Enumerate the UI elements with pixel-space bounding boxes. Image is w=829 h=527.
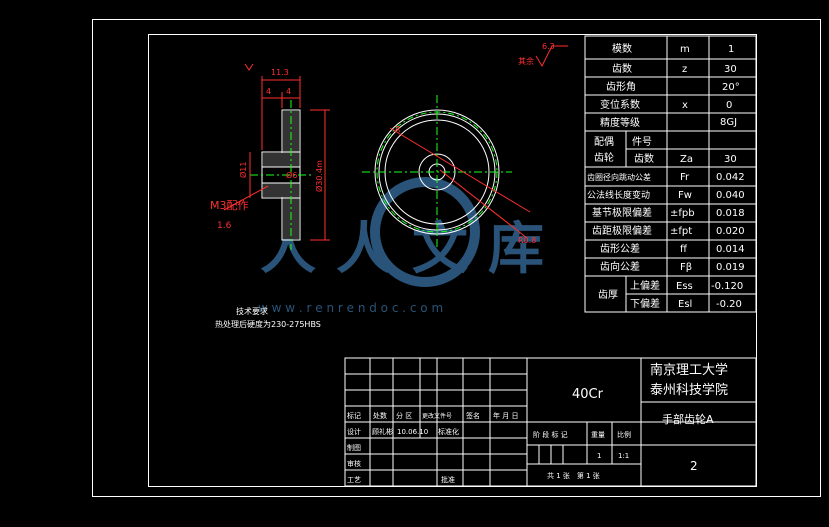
tol-name: 齿形公差 <box>600 242 640 255</box>
std-label: 标准化 <box>438 427 459 436</box>
part-name: 手部齿轮A <box>662 412 714 426</box>
gear-side-view <box>223 63 330 250</box>
material: 40Cr <box>572 387 604 402</box>
thickness-upper-value: -0.120 <box>711 281 743 292</box>
param-value: 8GJ <box>720 117 737 128</box>
chamfer-note: 1.6 <box>217 221 232 231</box>
title-block <box>344 357 757 487</box>
watermark-text: 人人文库 <box>260 217 564 282</box>
design-date: 10.06.10 <box>397 428 428 436</box>
tech-line1: 热处理后硬度为230-275HBS <box>215 319 321 329</box>
school-name-1: 南京理工大学 <box>650 362 728 378</box>
thread-note: M3配作 <box>210 199 249 212</box>
mating-label2: 齿轮 <box>594 151 614 164</box>
outer-dia: Ø30.4m <box>314 160 324 192</box>
radius-circle: R0.8 <box>518 236 536 245</box>
param-value: 30 <box>724 64 737 75</box>
mating-teeth-value: 30 <box>724 154 737 165</box>
param-symbol: z <box>682 64 687 75</box>
tol-value: 0.042 <box>716 172 745 183</box>
side-view-labels: 11.3 4 4 Ø11 Ø6 Ø30.4m M3配作 1.6 其余 6.3 <box>210 42 568 231</box>
tech-requirements: 技术要求 热处理后硬度为230-275HBS <box>215 306 321 329</box>
dim-left: 4 <box>266 87 271 96</box>
weight-label: 重量 <box>591 431 605 439</box>
roughness-symbol-icon <box>535 45 568 68</box>
designer-name: 顾礼彬 <box>372 427 393 436</box>
dim-right: 4 <box>286 87 291 96</box>
process-label: 工艺 <box>347 476 361 484</box>
school-name-2: 泰州科技学院 <box>650 382 728 398</box>
col-header: 更改文件号 <box>422 412 452 420</box>
draw-label: 制图 <box>347 443 361 452</box>
thickness-label: 齿厚 <box>598 289 618 301</box>
sheet-count: 共 1 张 第 1 张 <box>547 471 600 480</box>
tol-symbol: ±fpt <box>670 226 692 237</box>
check-label: 审核 <box>347 459 361 468</box>
tol-symbol: Fr <box>680 172 690 183</box>
tol-value: 0.040 <box>716 190 745 201</box>
param-symbol: m <box>680 44 690 55</box>
col-header: 分 区 <box>396 411 412 420</box>
drawing-number: 2 <box>690 459 698 473</box>
watermark-logo-ring <box>370 177 480 287</box>
param-name: 模数 <box>612 42 632 55</box>
roughness-mark: 6.3 <box>542 42 555 51</box>
col-header: 处数 <box>373 411 387 420</box>
thickness-lower-name: 下偏差 <box>630 297 660 310</box>
stage-label: 阶 段 标 记 <box>533 430 568 439</box>
watermark: 人人文库 w w w . r e n r e n d o c . c o m <box>258 177 564 315</box>
tol-name: 齿距极限偏差 <box>592 224 652 237</box>
thickness-lower-value: -0.20 <box>716 299 742 310</box>
param-name: 变位系数 <box>600 98 640 111</box>
watermark-url: w w w . r e n r e n d o c . c o m <box>258 301 443 315</box>
mating-part-no: 件号 <box>632 136 652 148</box>
thickness-upper-symbol: Ess <box>676 281 693 292</box>
mating-label1: 配偶 <box>594 135 614 148</box>
gear-front-view <box>362 95 531 250</box>
tol-value: 0.020 <box>716 226 745 237</box>
param-table-text: 模数 m 1 齿数 z 30 齿形角 20° 变位系数 x 0 精度等级 8GJ… <box>587 42 745 310</box>
approve-label: 批准 <box>441 475 455 484</box>
tol-value: 0.019 <box>716 262 745 273</box>
bore-dia: Ø6 <box>286 170 297 180</box>
designer-label: 设计 <box>347 427 361 436</box>
param-symbol: x <box>682 100 688 111</box>
col-header: 签名 <box>466 411 480 420</box>
thickness-upper-name: 上偏差 <box>630 279 660 292</box>
tol-symbol: ff <box>680 244 688 255</box>
param-name: 齿数 <box>612 62 632 75</box>
quantity: 1 <box>597 452 601 460</box>
mating-teeth-label: 齿数 <box>634 152 654 165</box>
hub-dia: Ø11 <box>238 162 248 178</box>
col-header: 年 月 日 <box>493 411 518 420</box>
tol-name: 齿向公差 <box>600 260 640 273</box>
param-value: 0 <box>726 100 732 111</box>
tol-symbol: Fβ <box>680 262 692 273</box>
front-view-labels: R R0.8 <box>395 125 536 245</box>
scale-value: 1:1 <box>618 452 629 460</box>
tol-value: 0.014 <box>716 244 745 255</box>
thickness-lower-symbol: Esl <box>678 299 692 310</box>
outer-frame <box>92 19 821 497</box>
col-header: 标记 <box>347 411 361 420</box>
param-value: 1 <box>728 44 734 55</box>
tech-title: 技术要求 <box>236 306 268 316</box>
tol-symbol: ±fpb <box>670 208 695 219</box>
param-value: 20° <box>722 82 740 93</box>
param-table <box>584 35 757 313</box>
tol-symbol: Fw <box>678 190 692 201</box>
scale-label: 比例 <box>617 430 631 439</box>
param-name: 精度等级 <box>600 116 640 129</box>
tol-name: 齿圈径向跳动公差 <box>587 172 651 182</box>
tol-name: 公法线长度变动 <box>587 189 650 201</box>
mating-teeth-symbol: Za <box>680 154 693 165</box>
roughness-rest: 其余 <box>518 56 534 66</box>
tol-value: 0.018 <box>716 208 745 219</box>
param-name: 齿形角 <box>606 81 636 93</box>
title-block-text: 40Cr 南京理工大学 泰州科技学院 手部齿轮A 2 标记 处数 分 区 更改文… <box>347 362 728 484</box>
radius-top: R <box>395 125 401 134</box>
dim-width: 11.3 <box>271 68 289 77</box>
tol-name: 基节极限偏差 <box>592 206 652 219</box>
